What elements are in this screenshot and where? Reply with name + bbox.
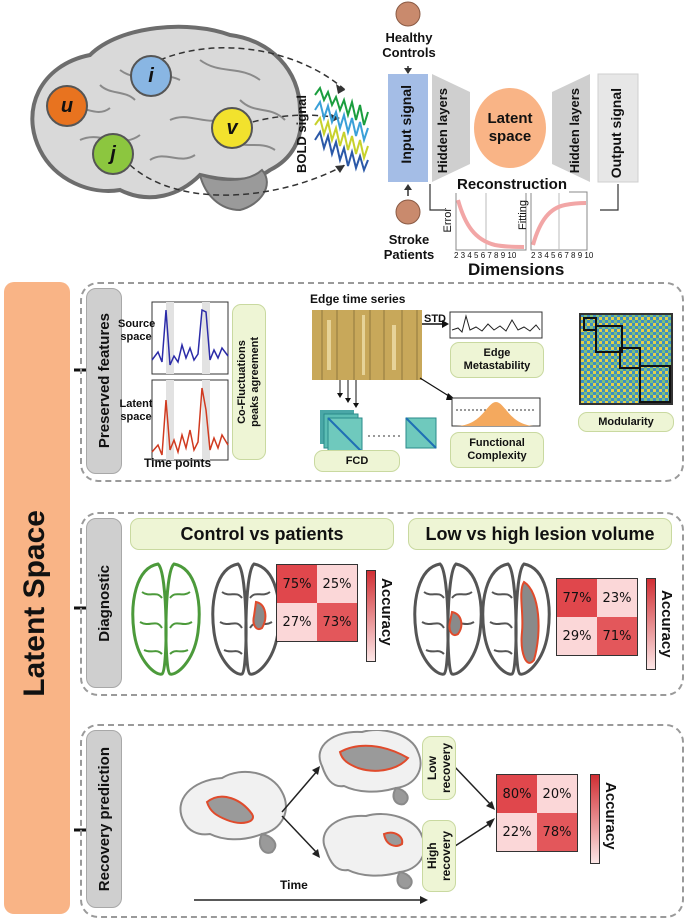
recovery-graphics (179, 730, 495, 904)
control-vs-patients-label: Control vs patients (180, 523, 344, 544)
cm2-cell-3: 71% (597, 617, 637, 655)
side-panel (4, 282, 70, 914)
edge-metastability-label: Edge Metastability (463, 347, 531, 372)
modularity-matrix (579, 313, 673, 405)
recovery-tab: Recovery prediction (86, 730, 122, 908)
input-signal-label: Input signal (398, 85, 414, 164)
diagnostic-tab-label: Diagnostic (95, 564, 113, 642)
cm3-cell-3: 78% (537, 813, 577, 851)
error-ticks: 2 3 4 5 6 7 8 9 10 (454, 251, 517, 260)
modularity-label: Modularity (598, 416, 654, 428)
cm3-accuracy-label: Accuracy (602, 782, 619, 850)
functional-complexity-pill: Functional Complexity (450, 432, 544, 468)
fcd-label: FCD (345, 455, 369, 467)
node-j-label: j (110, 142, 116, 165)
dashed-arrow-bottom (129, 164, 346, 196)
node-u-label: u (60, 94, 74, 117)
stroke-brain-icon (395, 199, 421, 225)
high-recovery-pill: High recovery (422, 820, 456, 892)
cm1-cell-3: 73% (317, 603, 357, 641)
low-vs-high-label: Low vs high lesion volume (425, 523, 655, 544)
cm1-cell-0: 75% (277, 565, 317, 603)
cm1-cell-2: 27% (277, 603, 317, 641)
fcd-matrices (320, 410, 437, 453)
cm2-accuracy-label: Accuracy (658, 590, 675, 658)
bold-signal-label: BOLD signal (294, 95, 309, 174)
dimensions-label: Dimensions (468, 260, 565, 279)
output-signal-label: Output signal (608, 88, 624, 179)
recovery-tab-label: Recovery prediction (95, 746, 113, 892)
diagnostic-tab: Diagnostic (86, 518, 122, 688)
cm1-cell-1: 25% (317, 565, 357, 603)
control-vs-patients-pill: Control vs patients (130, 518, 394, 550)
edge-time-series-label: Edge time series (310, 292, 406, 306)
cm2-cell-0: 77% (557, 579, 597, 617)
decoder-block (552, 74, 590, 182)
confusion-matrix-3: 80% 20% 22% 78% (496, 774, 578, 852)
healthy-brain-icon (395, 1, 421, 27)
confusion-matrix-1: 75% 25% 27% 73% (276, 564, 358, 642)
cm3-cell-2: 22% (497, 813, 537, 851)
dashed-arrow-top (159, 47, 346, 91)
reconstruction-label: Reconstruction (455, 176, 570, 193)
time-points-label: Time points (144, 456, 212, 470)
fitting-label: Fitting (517, 200, 529, 230)
recovery-panel (80, 724, 684, 918)
cm1-accuracy-label: Accuracy (378, 578, 395, 646)
cm3-colorbar (590, 774, 600, 864)
cm2-colorbar (646, 578, 656, 670)
low-recovery-label: Low recovery (425, 742, 453, 794)
cofluct-pill: Co-Fluctuations peaks agreement (232, 304, 266, 460)
latent-ellipse (474, 88, 546, 168)
healthy-controls-label: Healthy Controls (382, 30, 436, 60)
latent-space-small-label: Latent space (119, 398, 153, 423)
modularity-pill: Modularity (578, 412, 674, 432)
low-recovery-pill: Low recovery (422, 736, 456, 800)
preserved-tab-label: Preserved features (95, 313, 113, 449)
diagnostic-brains (131, 562, 551, 676)
high-recovery-label: High recovery (425, 830, 453, 882)
cofluct-label: Co-Fluctuations peaks agreement (236, 337, 261, 427)
node-i: i (130, 55, 172, 97)
latent-space-label: Latent space (487, 110, 533, 145)
node-v: v (211, 107, 253, 149)
hidden-layers-right-label: Hidden layers (567, 88, 582, 174)
preserved-tab: Preserved features (86, 288, 122, 474)
edge-metastability-pill: Edge Metastability (450, 342, 544, 378)
node-i-label: i (148, 64, 154, 87)
encoder-block (432, 74, 470, 182)
cm3-cell-0: 80% (497, 775, 537, 813)
diagnostic-panel (80, 512, 684, 696)
hidden-layers-left-label: Hidden layers (435, 88, 450, 174)
node-u: u (46, 85, 88, 127)
source-space-label: Source space (118, 318, 156, 343)
preserved-panel (80, 282, 684, 482)
fcd-pill: FCD (314, 450, 400, 472)
cm2-cell-2: 29% (557, 617, 597, 655)
error-label: Error (442, 208, 454, 233)
cm1-colorbar (366, 570, 376, 662)
node-j: j (92, 133, 134, 175)
low-vs-high-pill: Low vs high lesion volume (408, 518, 672, 550)
cm2-cell-1: 23% (597, 579, 637, 617)
output-signal-block (597, 73, 639, 183)
confusion-matrix-2: 77% 23% 29% 71% (556, 578, 638, 656)
input-signal-block (388, 74, 428, 182)
node-v-label: v (226, 116, 238, 139)
std-label: STD (424, 313, 446, 325)
preserved-graphics (151, 301, 673, 461)
functional-complexity-label: Functional Complexity (467, 437, 527, 462)
time-label: Time (280, 878, 308, 892)
bold-signal-traces (314, 85, 369, 174)
side-label: Latent Space (18, 510, 51, 697)
fitting-ticks: 2 3 4 5 6 7 8 9 10 (531, 251, 594, 260)
cm3-cell-1: 20% (537, 775, 577, 813)
stroke-patients-label: Stroke Patients (383, 232, 435, 262)
